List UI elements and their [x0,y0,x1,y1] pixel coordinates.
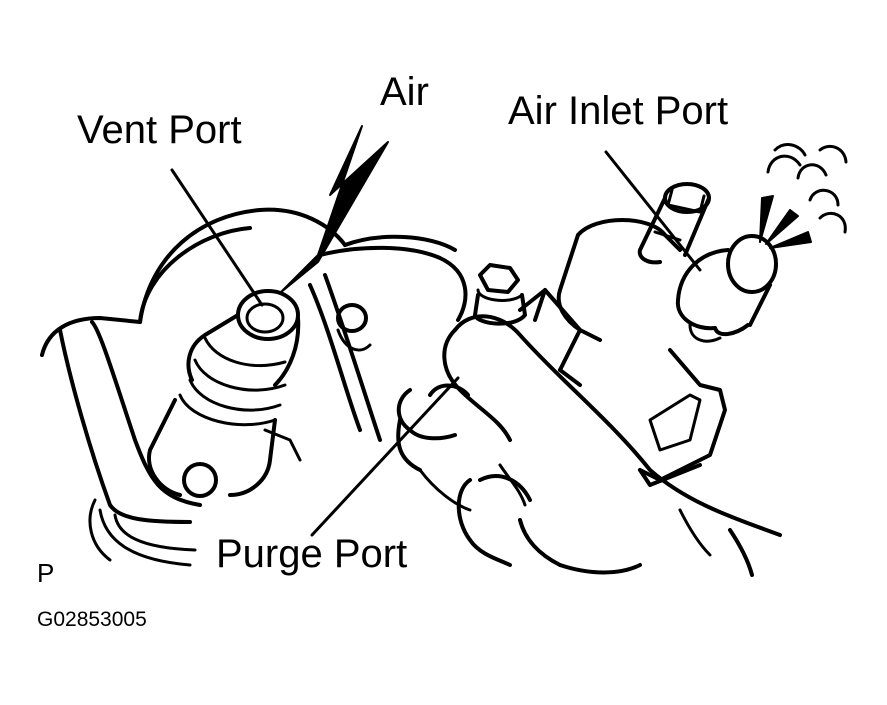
vent-port-tube [147,289,302,498]
purge-port-label: Purge Port [216,532,408,576]
air-inlet-port-label: Air Inlet Port [508,89,729,133]
purge-port-nipple [336,303,368,333]
air-inlet-connector [637,182,711,265]
bracket [638,348,727,487]
air-label: Air [380,70,429,114]
vent-port-label: Vent Port [77,108,242,152]
purge-line [308,234,468,442]
hand [396,314,782,577]
vent-port-bolt [182,462,218,498]
air-flow-arrow [279,125,389,294]
purge-port-leader [310,376,460,537]
view-letter-label: P [37,558,55,588]
air-spray-icon [759,143,848,249]
air-outlet-opening [726,234,778,294]
vent-port-leader [170,168,264,307]
figure-id-label: G02853005 [37,608,147,631]
canister-body [40,207,347,567]
leader-lines [170,150,702,537]
air-outlet-tube [675,234,778,343]
air-inlet-port-leader [604,150,702,272]
